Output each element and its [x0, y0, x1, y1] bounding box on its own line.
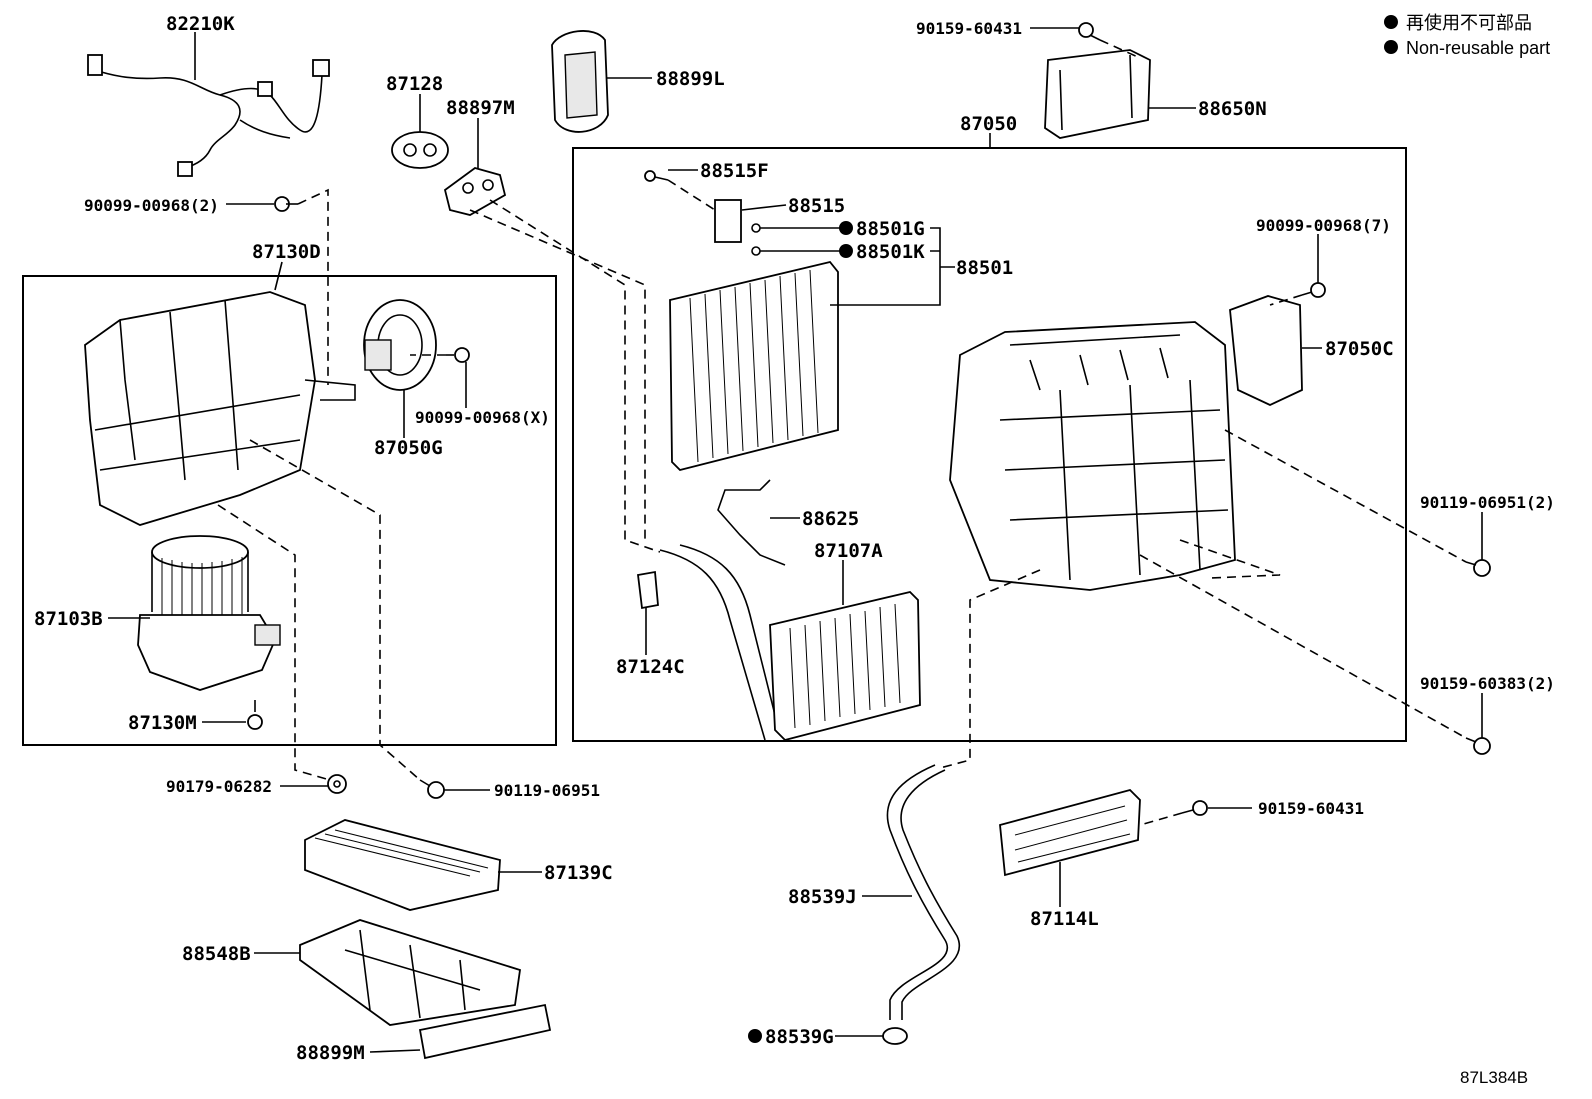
part-label-87103B[interactable]: 87103B [34, 608, 103, 630]
diagram-reference-code: 87L384B [1460, 1068, 1528, 1087]
bolt-icon [1078, 22, 1101, 41]
part-label-88515[interactable]: 88515 [788, 195, 845, 217]
part-labels: 82210K 90099-00968(2) 87130D 87128 88897… [34, 13, 1555, 1064]
filter-cover-drawing [299, 919, 521, 1026]
bolt-icon [1181, 800, 1208, 816]
expansion-valve-drawing [714, 199, 742, 243]
part-label-90099-00968-7[interactable]: 90099-00968(7) [1256, 216, 1391, 235]
bolt-icon [274, 196, 298, 212]
part-label-87050C[interactable]: 87050C [1325, 338, 1394, 360]
assembly-lines [217, 39, 1467, 826]
drain-hose-drawing [886, 764, 949, 1020]
part-label-90159-60431-bottom[interactable]: 90159-60431 [1258, 799, 1364, 818]
part-label-87114L[interactable]: 87114L [1030, 908, 1099, 930]
non-reusable-dot-icon [839, 244, 853, 258]
legend-english: Non-reusable part [1406, 38, 1550, 58]
part-label-90099-00968-X[interactable]: 90099-00968(X) [415, 408, 550, 427]
bolt-icon [1301, 282, 1326, 298]
part-label-88625[interactable]: 88625 [802, 508, 859, 530]
bolt-icon [446, 347, 470, 363]
non-reusable-dot-icon [1384, 15, 1398, 29]
part-label-87130D[interactable]: 87130D [252, 241, 321, 263]
part-label-88899M[interactable]: 88899M [296, 1042, 365, 1064]
cover-plate-drawing [443, 167, 507, 216]
actuator-drawing [1229, 295, 1303, 406]
part-label-90119-06951-2[interactable]: 90119-06951(2) [1420, 493, 1555, 512]
grommet-drawing [391, 131, 449, 169]
heater-core-drawing [659, 544, 921, 742]
part-label-88539G[interactable]: 88539G [765, 1026, 834, 1048]
part-label-88650N[interactable]: 88650N [1198, 98, 1267, 120]
servo-motor-drawing [363, 299, 437, 391]
bolt-icon [1465, 737, 1491, 755]
part-label-88548B[interactable]: 88548B [182, 943, 251, 965]
part-label-82210K[interactable]: 82210K [166, 13, 235, 35]
part-label-88899L[interactable]: 88899L [656, 68, 725, 90]
cabin-filter-drawing [304, 819, 501, 911]
seal-drawing [551, 30, 609, 133]
seal-strip-drawing [418, 1003, 552, 1060]
part-label-90099-00968-2[interactable]: 90099-00968(2) [84, 196, 219, 215]
part-label-87050[interactable]: 87050 [960, 113, 1017, 135]
evaporator-drawing [669, 260, 839, 471]
bolt-icon [247, 700, 263, 730]
part-label-88501[interactable]: 88501 [956, 257, 1013, 279]
part-label-90179-06282[interactable]: 90179-06282 [166, 777, 272, 796]
screw-icon [644, 170, 669, 182]
ecu-bracket-drawing [1044, 49, 1151, 139]
part-label-88501K[interactable]: 88501K [856, 241, 925, 263]
part-label-88515F[interactable]: 88515F [700, 160, 769, 182]
o-ring-drawing [751, 246, 761, 256]
non-reusable-dot-icon [748, 1029, 762, 1043]
legend: 再使用不可部品 Non-reusable part [1384, 13, 1550, 58]
legend-japanese: 再使用不可部品 [1406, 13, 1532, 33]
part-label-90159-60431-top[interactable]: 90159-60431 [916, 19, 1022, 38]
part-label-88501G[interactable]: 88501G [856, 218, 925, 240]
bolt-icon [419, 779, 445, 799]
part-label-87107A[interactable]: 87107A [814, 540, 883, 562]
non-reusable-dot-icon [839, 221, 853, 235]
main-unit-drawing [949, 321, 1236, 591]
non-reusable-dot-icon [1384, 40, 1398, 54]
part-label-87130M[interactable]: 87130M [128, 712, 197, 734]
drain-grommet-drawing [882, 1027, 908, 1045]
part-label-87050G[interactable]: 87050G [374, 437, 443, 459]
blower-assembly-frame [22, 275, 557, 746]
part-label-90119-06951[interactable]: 90119-06951 [494, 781, 600, 800]
part-label-87139C[interactable]: 87139C [544, 862, 613, 884]
part-label-88897M[interactable]: 88897M [446, 97, 515, 119]
blower-case-drawing [84, 291, 356, 526]
clamp-drawing [637, 570, 659, 610]
part-label-90159-60383-2[interactable]: 90159-60383(2) [1420, 674, 1555, 693]
wire-harness-drawing [87, 54, 330, 177]
duct-drawing [999, 788, 1141, 877]
o-ring-drawing [751, 223, 761, 233]
leader-lines [108, 27, 1483, 1053]
blower-motor-drawing [137, 535, 281, 691]
part-label-87128[interactable]: 87128 [386, 73, 443, 95]
thermistor-drawing [717, 479, 786, 566]
bolt-icon [1465, 559, 1491, 577]
part-label-88539J[interactable]: 88539J [788, 886, 857, 908]
part-label-87124C[interactable]: 87124C [616, 656, 685, 678]
washer-icon [327, 774, 347, 794]
